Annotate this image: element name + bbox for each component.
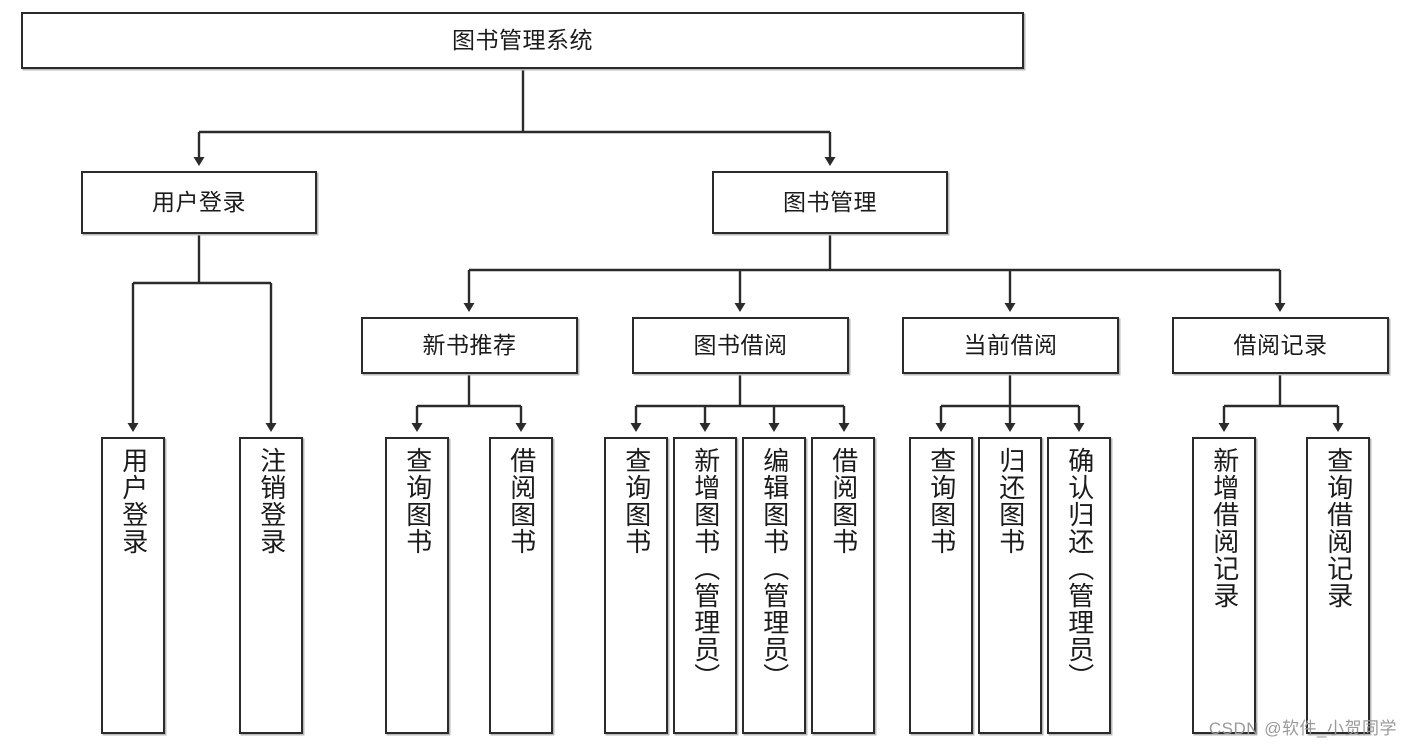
node-root[interactable]: 图书管理系统 [21,12,1024,69]
node-leaf-borrow-book-1[interactable]: 借阅图书 [489,437,553,734]
node-root-label: 图书管理系统 [452,27,593,54]
node-user-login-label: 用户登录 [152,189,246,216]
node-leaf-borrow-book-1-label: 借阅图书 [506,447,537,555]
node-leaf-user-login[interactable]: 用户登录 [101,437,165,734]
node-leaf-borrow-book-2-label: 借阅图书 [828,447,859,555]
node-user-login[interactable]: 用户登录 [81,171,317,234]
node-leaf-query-record[interactable]: 查询借阅记录 [1306,437,1370,734]
node-leaf-return-book[interactable]: 归还图书 [978,437,1042,734]
node-leaf-return-book-label: 归还图书 [995,447,1026,555]
node-book-management[interactable]: 图书管理 [712,171,948,234]
node-leaf-edit-book[interactable]: 编辑图书（管理员） [742,437,806,734]
node-leaf-user-logout-label: 注销登录 [256,447,287,555]
node-leaf-query-record-label: 查询借阅记录 [1323,447,1354,609]
node-leaf-add-record[interactable]: 新增借阅记录 [1192,437,1256,734]
node-leaf-edit-book-label: 编辑图书（管理员） [759,447,790,690]
node-leaf-confirm-return[interactable]: 确认归还（管理员） [1047,437,1111,734]
node-current-borrow[interactable]: 当前借阅 [902,317,1119,374]
node-leaf-query-book-1[interactable]: 查询图书 [385,437,449,734]
node-leaf-add-book[interactable]: 新增图书（管理员） [673,437,737,734]
node-leaf-user-logout[interactable]: 注销登录 [239,437,303,734]
node-book-management-label: 图书管理 [783,189,877,216]
node-new-book-recommend-label: 新书推荐 [422,332,517,359]
node-current-borrow-label: 当前借阅 [963,332,1058,359]
node-leaf-confirm-return-label: 确认归还（管理员） [1064,447,1095,690]
node-book-borrow[interactable]: 图书借阅 [632,317,849,374]
node-leaf-user-login-label: 用户登录 [118,447,149,555]
node-borrow-record-label: 借阅记录 [1233,332,1328,359]
node-leaf-query-book-2-label: 查询图书 [621,447,652,555]
node-leaf-query-book-3-label: 查询图书 [926,447,957,555]
node-borrow-record[interactable]: 借阅记录 [1172,317,1389,374]
node-leaf-query-book-1-label: 查询图书 [402,447,433,555]
node-leaf-borrow-book-2[interactable]: 借阅图书 [811,437,875,734]
watermark: CSDN @软件_小贺同学 [1208,719,1397,738]
node-leaf-query-book-2[interactable]: 查询图书 [604,437,668,734]
node-leaf-query-book-3[interactable]: 查询图书 [909,437,973,734]
node-new-book-recommend[interactable]: 新书推荐 [361,317,578,374]
node-leaf-add-book-label: 新增图书（管理员） [690,447,721,690]
node-book-borrow-label: 图书借阅 [693,332,788,359]
node-leaf-add-record-label: 新增借阅记录 [1209,447,1240,609]
